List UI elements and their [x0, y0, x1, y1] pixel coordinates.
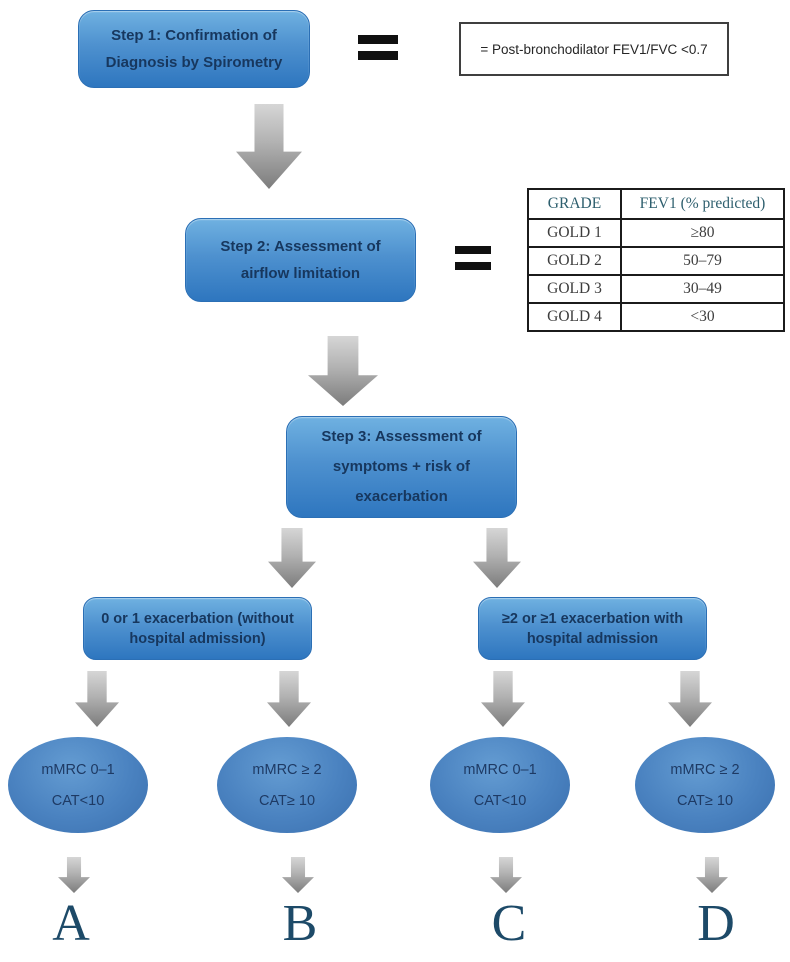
down-arrow-icon — [308, 336, 378, 406]
cat-text: CAT≥ 10 — [676, 792, 734, 809]
table-row: GOLD 3 30–49 — [527, 274, 785, 304]
equals-icon — [455, 246, 491, 270]
mmrc-text: mMRC ≥ 2 — [252, 761, 322, 778]
symptom-ellipse-c: mMRC 0–1 CAT<10 — [430, 737, 570, 833]
down-arrow-icon — [696, 857, 728, 893]
table-header-grade: GRADE — [527, 188, 622, 220]
step3-line1: Step 3: Assessment of — [321, 428, 482, 445]
gold-grade-table: GRADE FEV1 (% predicted) GOLD 1 ≥80 GOLD… — [527, 188, 785, 332]
cat-text: CAT<10 — [51, 792, 105, 809]
cat-text: CAT≥ 10 — [258, 792, 316, 809]
symptom-ellipse-a: mMRC 0–1 CAT<10 — [8, 737, 148, 833]
down-arrow-icon — [473, 528, 521, 588]
branch-right-line2: hospital admission — [526, 630, 659, 647]
spirometry-note-box: = Post-bronchodilator FEV1/FVC <0.7 — [459, 22, 729, 76]
step3-box: Step 3: Assessment of symptoms + risk of… — [286, 416, 517, 518]
mmrc-text: mMRC ≥ 2 — [670, 761, 740, 778]
branch-low-exacerbation-box: 0 or 1 exacerbation (without hospital ad… — [83, 597, 312, 660]
down-arrow-icon — [236, 104, 302, 189]
mmrc-text: mMRC 0–1 — [41, 761, 115, 778]
down-arrow-icon — [75, 671, 119, 727]
branch-right-line1: ≥2 or ≥1 exacerbation with — [501, 610, 684, 627]
branch-high-exacerbation-box: ≥2 or ≥1 exacerbation with hospital admi… — [478, 597, 707, 660]
table-cell-value: 50–79 — [620, 246, 785, 276]
equals-bar-top — [358, 35, 398, 44]
step2-line1: Step 2: Assessment of — [220, 238, 381, 255]
group-letter-d: D — [697, 895, 735, 952]
down-arrow-icon — [668, 671, 712, 727]
table-cell-value: 30–49 — [620, 274, 785, 304]
table-header-fev1: FEV1 (% predicted) — [620, 188, 785, 220]
equals-icon — [358, 35, 398, 60]
mmrc-text: mMRC 0–1 — [463, 761, 537, 778]
step3-line3: exacerbation — [355, 488, 448, 505]
step1-line2: Diagnosis by Spirometry — [105, 54, 283, 71]
table-cell-grade: GOLD 2 — [527, 246, 622, 276]
table-cell-value: ≥80 — [620, 218, 785, 248]
step1-box: Step 1: Confirmation of Diagnosis by Spi… — [78, 10, 310, 88]
table-row: GOLD 4 <30 — [527, 302, 785, 332]
table-row: GOLD 2 50–79 — [527, 246, 785, 276]
down-arrow-icon — [267, 671, 311, 727]
symptom-ellipse-d: mMRC ≥ 2 CAT≥ 10 — [635, 737, 775, 833]
group-letter-a: A — [52, 895, 90, 952]
down-arrow-icon — [282, 857, 314, 893]
table-cell-grade: GOLD 1 — [527, 218, 622, 248]
group-letter-c: C — [491, 895, 527, 952]
table-row: GOLD 1 ≥80 — [527, 218, 785, 248]
spirometry-note-text: = Post-bronchodilator FEV1/FVC <0.7 — [480, 41, 708, 57]
step1-line1: Step 1: Confirmation of — [111, 27, 277, 44]
cat-text: CAT<10 — [473, 792, 527, 809]
step3-line2: symptoms + risk of — [332, 458, 471, 475]
step2-box: Step 2: Assessment of airflow limitation — [185, 218, 416, 302]
group-letter-b: B — [282, 895, 318, 952]
down-arrow-icon — [481, 671, 525, 727]
down-arrow-icon — [58, 857, 90, 893]
down-arrow-icon — [268, 528, 316, 588]
table-cell-grade: GOLD 3 — [527, 274, 622, 304]
step2-line2: airflow limitation — [240, 265, 361, 282]
equals-bar-bottom — [358, 51, 398, 60]
branch-left-line1: 0 or 1 exacerbation (without — [101, 610, 294, 627]
equals-bar-bottom — [455, 262, 491, 270]
table-cell-value: <30 — [620, 302, 785, 332]
table-header-row: GRADE FEV1 (% predicted) — [527, 188, 785, 220]
equals-bar-top — [455, 246, 491, 254]
down-arrow-icon — [490, 857, 522, 893]
branch-left-line2: hospital admission) — [129, 630, 266, 647]
table-cell-grade: GOLD 4 — [527, 302, 622, 332]
symptom-ellipse-b: mMRC ≥ 2 CAT≥ 10 — [217, 737, 357, 833]
